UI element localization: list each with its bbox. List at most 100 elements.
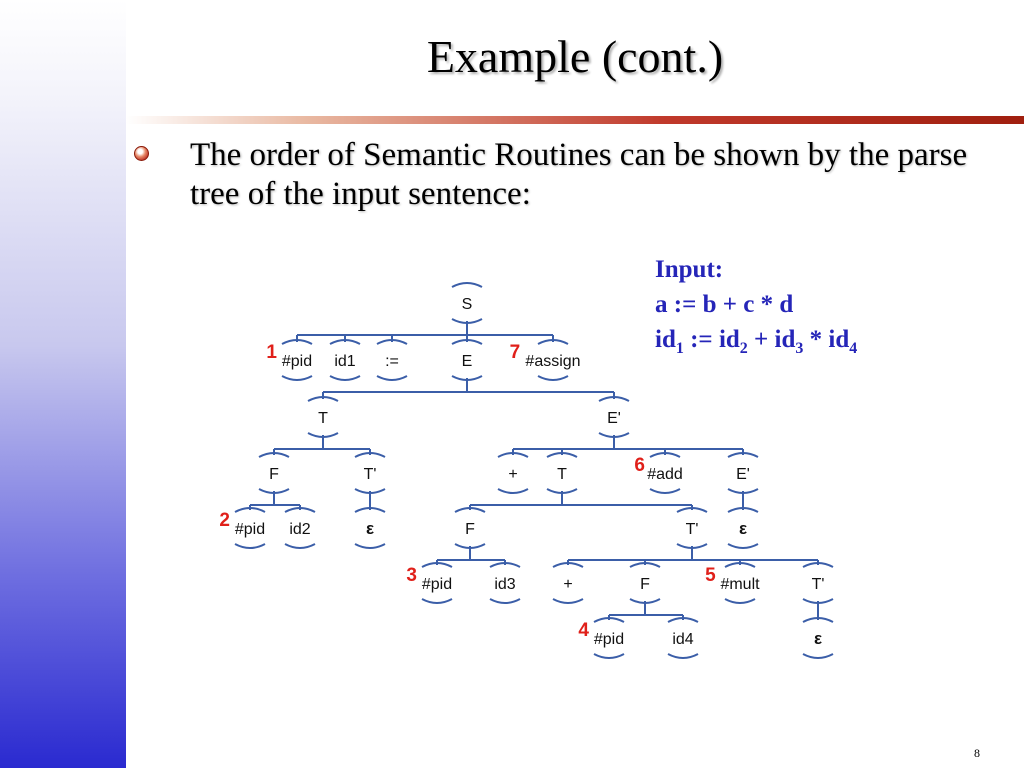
node-bottom-arc bbox=[676, 543, 708, 549]
node-bottom-arc bbox=[802, 653, 834, 659]
node-top-arc bbox=[667, 617, 699, 623]
node-top-arc bbox=[489, 562, 521, 568]
node-top-arc bbox=[234, 507, 266, 513]
tree-node-plus2: + bbox=[552, 562, 584, 604]
bullet-text: The order of Semantic Routines can be sh… bbox=[190, 137, 968, 212]
node-bottom-arc bbox=[727, 543, 759, 549]
node-top-arc bbox=[598, 396, 630, 402]
bullet-icon bbox=[134, 146, 149, 161]
node-top-arc bbox=[629, 562, 661, 568]
tree-node-label: #add bbox=[647, 466, 683, 483]
node-bottom-arc bbox=[421, 598, 453, 604]
tree-branch-E bbox=[322, 378, 615, 399]
node-top-arc bbox=[258, 452, 290, 458]
node-bottom-arc bbox=[234, 543, 266, 549]
node-bottom-arc bbox=[281, 375, 313, 381]
input-token: id1 bbox=[655, 326, 684, 357]
tree-node-plus1: + bbox=[497, 452, 529, 494]
tree-node-label: #assign bbox=[525, 353, 580, 370]
node-top-arc bbox=[497, 452, 529, 458]
tree-node-label: + bbox=[563, 576, 572, 593]
tree-node-label: S bbox=[462, 296, 473, 313]
node-top-arc bbox=[727, 507, 759, 513]
tree-node-id3: id3 bbox=[489, 562, 521, 604]
node-bottom-arc bbox=[307, 432, 339, 438]
tree-branch-Ep1 bbox=[512, 435, 744, 455]
semantic-routine-order-number: 4 bbox=[578, 620, 589, 641]
title-divider bbox=[126, 116, 1024, 124]
node-top-arc bbox=[284, 507, 316, 513]
tree-node-label: F bbox=[269, 466, 279, 483]
input-token: id3 bbox=[774, 326, 804, 357]
node-top-arc bbox=[593, 617, 625, 623]
node-top-arc bbox=[724, 562, 756, 568]
tree-node-label: #pid bbox=[235, 521, 265, 538]
node-top-arc bbox=[451, 339, 483, 345]
node-bottom-arc bbox=[593, 653, 625, 659]
tree-branch-S bbox=[296, 321, 554, 342]
tree-node-T2: T bbox=[546, 452, 578, 494]
tree-node-label: id2 bbox=[289, 521, 310, 538]
tree-node-label: E' bbox=[607, 410, 621, 427]
tree-node-label: T bbox=[557, 466, 567, 483]
node-top-arc bbox=[454, 507, 486, 513]
tree-node-Tp1: T' bbox=[354, 452, 386, 494]
node-bottom-arc bbox=[284, 543, 316, 549]
tree-node-label: ε bbox=[739, 519, 747, 538]
tree-node-label: #pid bbox=[594, 631, 624, 648]
tree-node-Ep2: E' bbox=[727, 452, 759, 494]
node-top-arc bbox=[307, 396, 339, 402]
input-line-source: a := b + c * d bbox=[655, 291, 794, 318]
tree-node-label: T' bbox=[812, 576, 825, 593]
tree-node-id4: id4 bbox=[667, 617, 699, 659]
tree-node-label: T bbox=[318, 410, 328, 427]
tree-node-label: := bbox=[385, 353, 399, 370]
node-top-arc bbox=[354, 452, 386, 458]
node-top-arc bbox=[546, 452, 578, 458]
input-operator: + bbox=[747, 326, 775, 353]
input-panel: Input: a := b + c * d id1 := id2 + id3 *… bbox=[655, 252, 857, 366]
input-token-subscript: 3 bbox=[795, 340, 804, 357]
node-bottom-arc bbox=[258, 488, 290, 494]
tree-node-label: ε bbox=[814, 629, 822, 648]
node-bottom-arc bbox=[451, 375, 483, 381]
tree-node-label: id3 bbox=[494, 576, 515, 593]
node-bottom-arc bbox=[376, 375, 408, 381]
tree-node-T1: T bbox=[307, 396, 339, 438]
input-token-subscript: 4 bbox=[849, 340, 858, 357]
semantic-routine-order-number: 7 bbox=[510, 342, 521, 363]
tree-node-eps1: ε bbox=[354, 507, 386, 549]
input-token-subscript: 2 bbox=[739, 340, 748, 357]
node-top-arc bbox=[421, 562, 453, 568]
tree-node-F1: F bbox=[258, 452, 290, 494]
tree-node-label: id1 bbox=[334, 353, 355, 370]
node-bottom-arc bbox=[629, 598, 661, 604]
tree-node-eps2: ε bbox=[727, 507, 759, 549]
side-gradient-bar bbox=[0, 0, 126, 768]
node-bottom-arc bbox=[454, 543, 486, 549]
node-bottom-arc bbox=[546, 488, 578, 494]
tree-node-S: S bbox=[451, 282, 483, 324]
input-operator: := bbox=[683, 326, 719, 353]
node-bottom-arc bbox=[552, 598, 584, 604]
tree-node-label: #mult bbox=[720, 576, 760, 593]
tree-node-label: T' bbox=[364, 466, 377, 483]
tree-node-id2: id2 bbox=[284, 507, 316, 549]
node-bottom-arc bbox=[451, 318, 483, 324]
input-token: id2 bbox=[718, 326, 748, 357]
node-top-arc bbox=[727, 452, 759, 458]
node-bottom-arc bbox=[354, 543, 386, 549]
input-heading: Input: bbox=[655, 256, 724, 283]
tree-node-eps3: ε bbox=[802, 617, 834, 659]
page-number: 8 bbox=[974, 746, 980, 760]
node-bottom-arc bbox=[354, 488, 386, 494]
node-bottom-arc bbox=[667, 653, 699, 659]
tree-node-label: + bbox=[508, 466, 517, 483]
tree-node-label: ε bbox=[366, 519, 374, 538]
tree-node-label: id4 bbox=[672, 631, 693, 648]
semantic-routine-order-number: 1 bbox=[266, 342, 277, 363]
